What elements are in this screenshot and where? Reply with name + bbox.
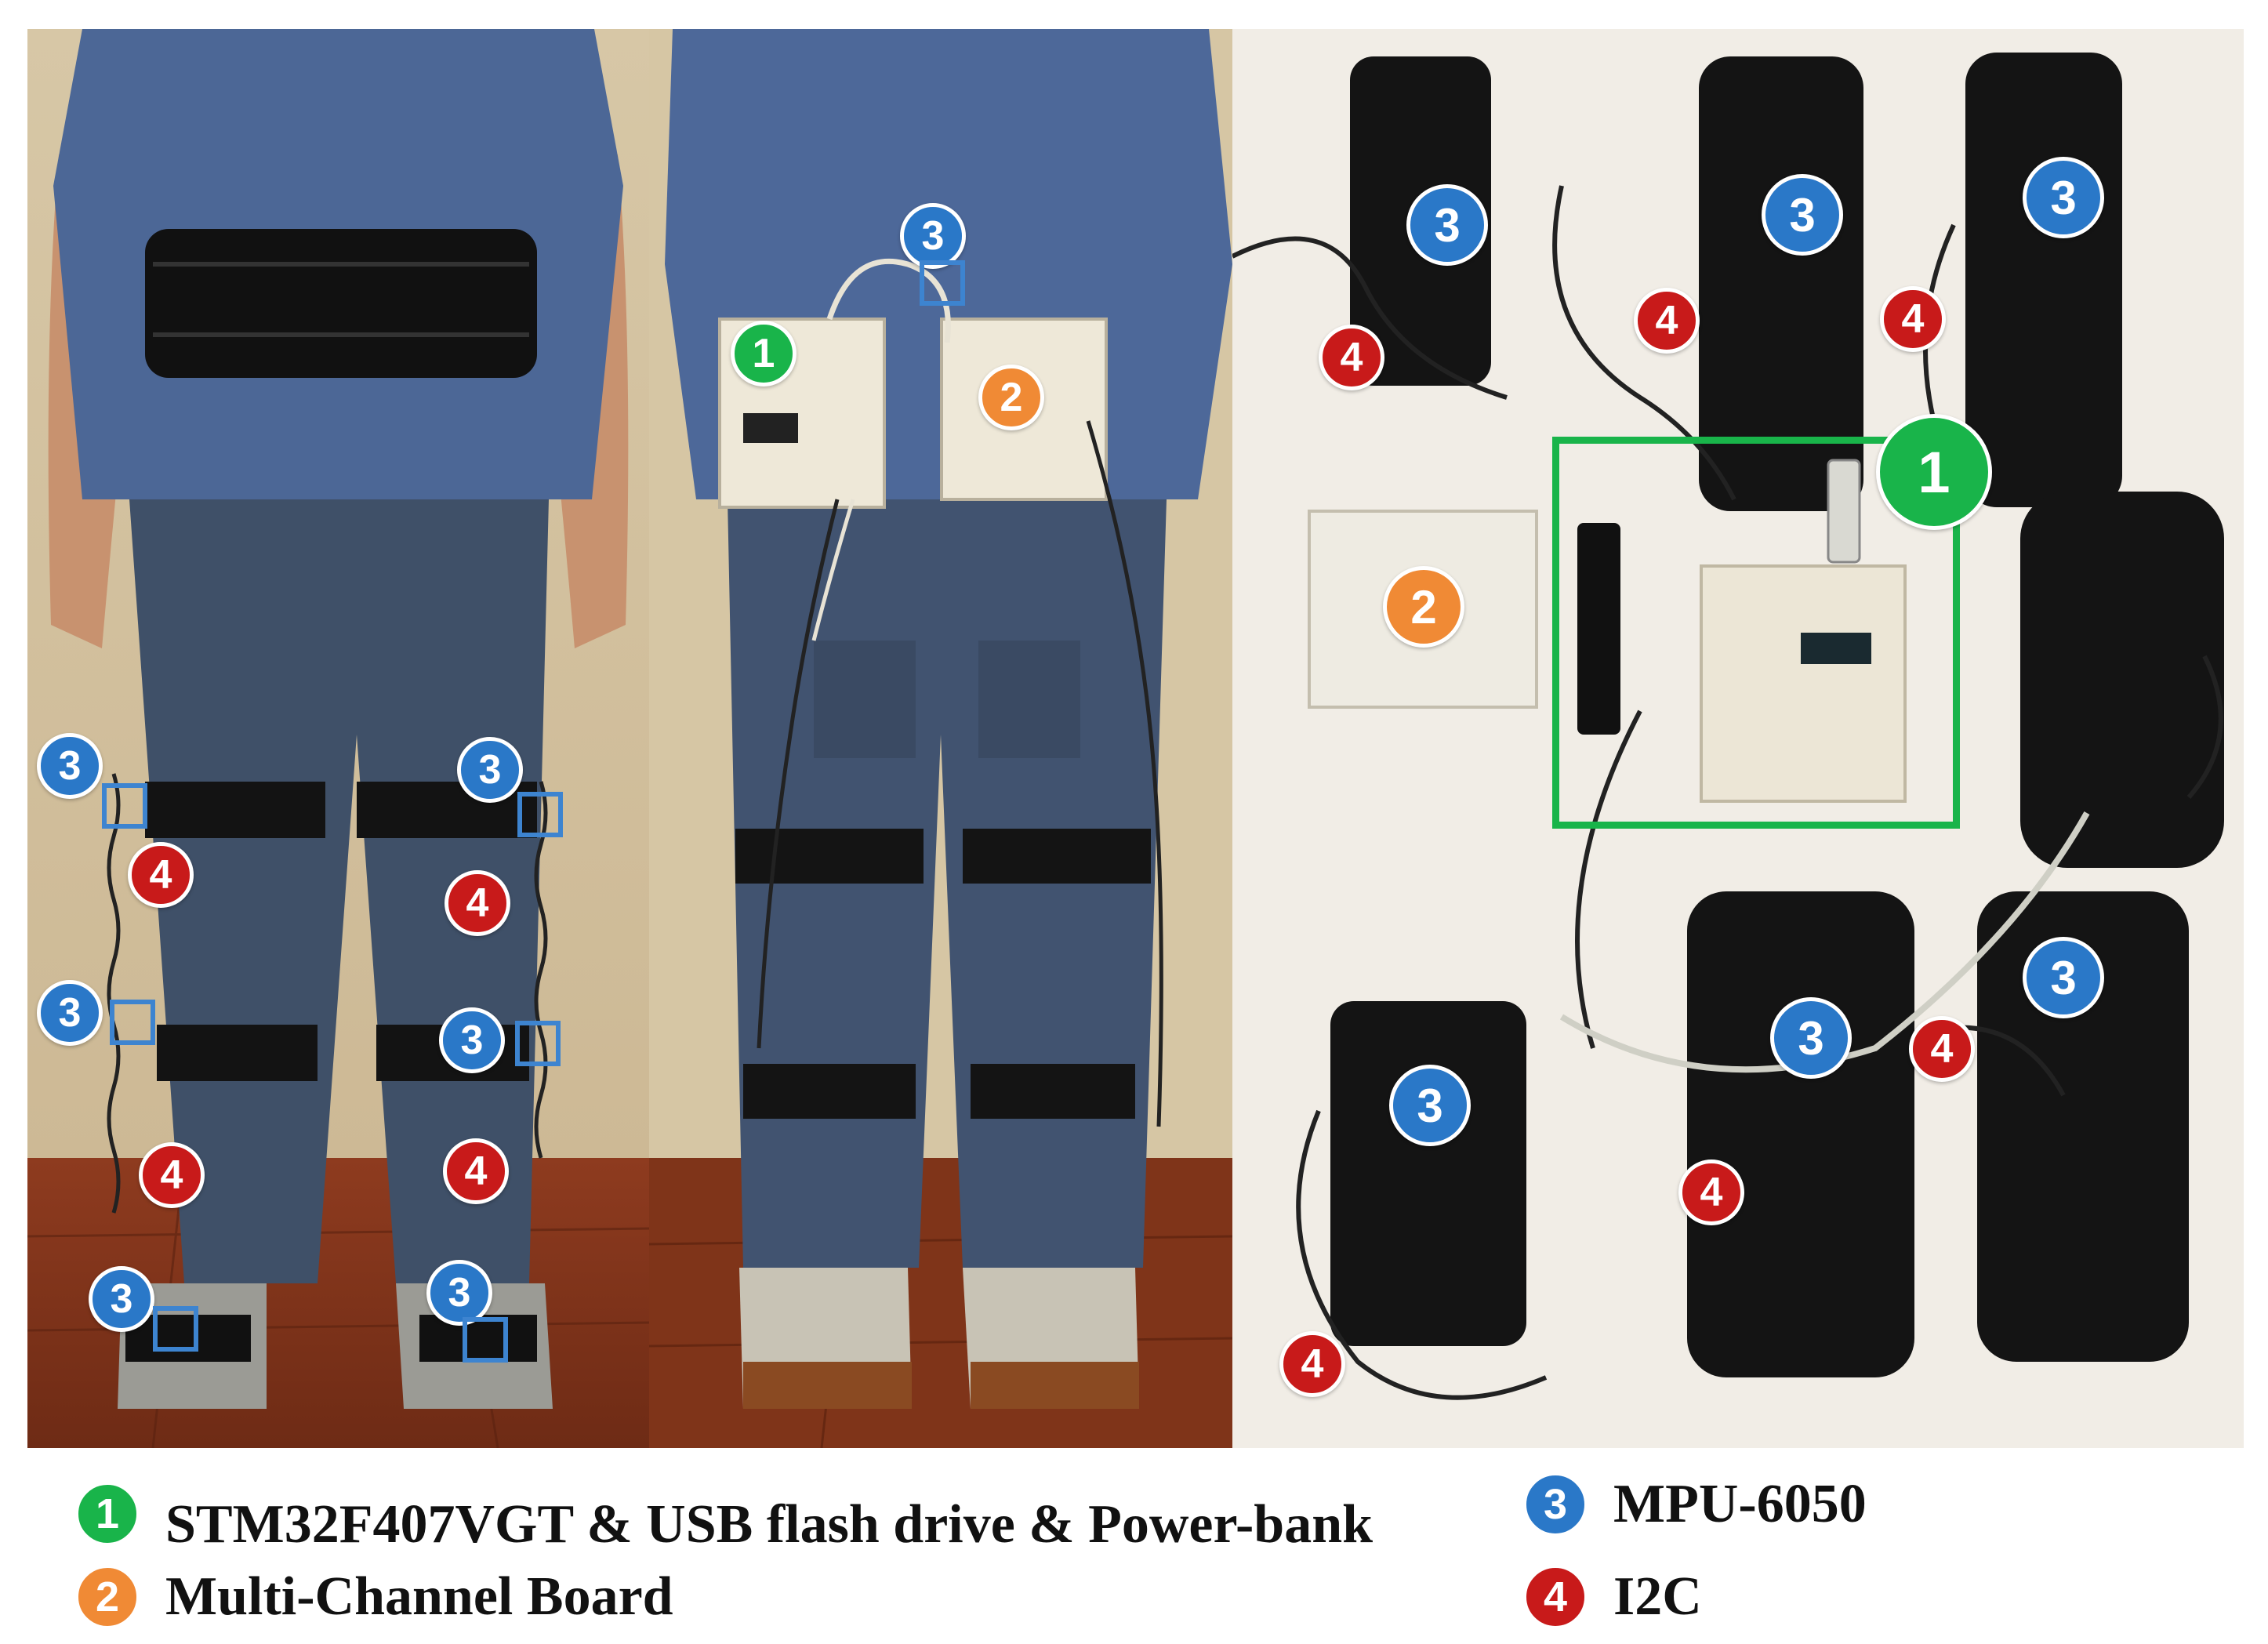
marker-4-front-1: 4 bbox=[128, 842, 194, 908]
marker-3-kit-6: 3 bbox=[1389, 1065, 1471, 1146]
marker-4-kit-2: 4 bbox=[1634, 288, 1700, 354]
marker-4-kit-6: 4 bbox=[1279, 1331, 1345, 1397]
jeans bbox=[129, 499, 549, 1283]
marker-3-kit-2: 3 bbox=[1762, 174, 1843, 256]
sensor-box-front-5 bbox=[515, 1021, 561, 1066]
marker-3-kit-3: 3 bbox=[2023, 157, 2104, 238]
marker-3-front-4: 3 bbox=[457, 737, 523, 803]
marker-2-kit: 2 bbox=[1383, 566, 1464, 648]
legend-marker-1: 1 bbox=[74, 1481, 140, 1547]
sensor-box-front-2 bbox=[110, 1000, 155, 1045]
marker-3-back: 3 bbox=[900, 203, 966, 269]
sensor-box-front-1 bbox=[102, 783, 147, 829]
legend-item-4: 4 I2C bbox=[1522, 1564, 1702, 1630]
usb-flash-drive bbox=[1827, 459, 1861, 564]
sensor-box-front-6 bbox=[463, 1317, 508, 1363]
legend-label-4: I2C bbox=[1613, 1566, 1702, 1627]
marker-3-front-6: 3 bbox=[426, 1260, 492, 1326]
highlight-frame-controller bbox=[1552, 437, 1960, 829]
marker-4-kit-3: 4 bbox=[1880, 286, 1946, 352]
legend-item-2: 2 Multi-Channel Board bbox=[74, 1564, 673, 1630]
legend-label-1: STM32F407VGT & USB flash drive & Power-b… bbox=[165, 1494, 1374, 1555]
marker-4-front-4: 4 bbox=[443, 1138, 509, 1204]
legend: 1 STM32F407VGT & USB flash drive & Power… bbox=[0, 1448, 2268, 1644]
front-view-scene bbox=[27, 29, 649, 1448]
legend-marker-4: 4 bbox=[1522, 1564, 1588, 1630]
legend-label-2: Multi-Channel Board bbox=[165, 1566, 673, 1627]
power-bank bbox=[1577, 523, 1620, 735]
marker-4-front-2: 4 bbox=[139, 1142, 205, 1208]
marker-3-front-2: 3 bbox=[37, 980, 103, 1046]
legend-label-3: MPU-6050 bbox=[1613, 1474, 1867, 1534]
marker-3-front-1: 3 bbox=[37, 733, 103, 799]
marker-3-kit-5: 3 bbox=[2023, 937, 2104, 1018]
sensor-box-front-4 bbox=[517, 792, 563, 837]
waist-belt bbox=[145, 229, 537, 378]
marker-3-front-5: 3 bbox=[439, 1007, 505, 1073]
legend-marker-3: 3 bbox=[1522, 1472, 1588, 1537]
back-view-photo: 3 1 2 bbox=[649, 29, 1232, 1448]
front-view-photo: 3 4 3 4 3 3 4 3 4 3 bbox=[27, 29, 649, 1448]
stm32-controller-box bbox=[1700, 564, 1907, 803]
marker-3-front-3: 3 bbox=[89, 1266, 154, 1332]
legend-item-1: 1 STM32F407VGT & USB flash drive & Power… bbox=[74, 1472, 1373, 1556]
back-view-scene bbox=[649, 29, 1232, 1448]
legend-marker-2: 2 bbox=[74, 1564, 140, 1630]
marker-1-back: 1 bbox=[731, 321, 797, 387]
sensor-box-back bbox=[920, 260, 965, 306]
marker-4-kit-1: 4 bbox=[1319, 325, 1384, 390]
marker-3-kit-1: 3 bbox=[1406, 184, 1488, 266]
marker-4-kit-5: 4 bbox=[1678, 1160, 1744, 1225]
legend-item-3: 3 MPU-6050 bbox=[1522, 1472, 1867, 1537]
marker-4-kit-4: 4 bbox=[1909, 1016, 1975, 1082]
marker-1-kit: 1 bbox=[1876, 414, 1992, 530]
equipment-layout-photo: 3 3 3 4 4 4 1 2 3 3 3 4 4 4 bbox=[1232, 29, 2244, 1448]
marker-3-kit-4: 3 bbox=[1770, 997, 1852, 1079]
marker-4-front-3: 4 bbox=[445, 870, 510, 936]
marker-2-back: 2 bbox=[978, 365, 1044, 430]
sensor-box-front-3 bbox=[153, 1306, 198, 1352]
